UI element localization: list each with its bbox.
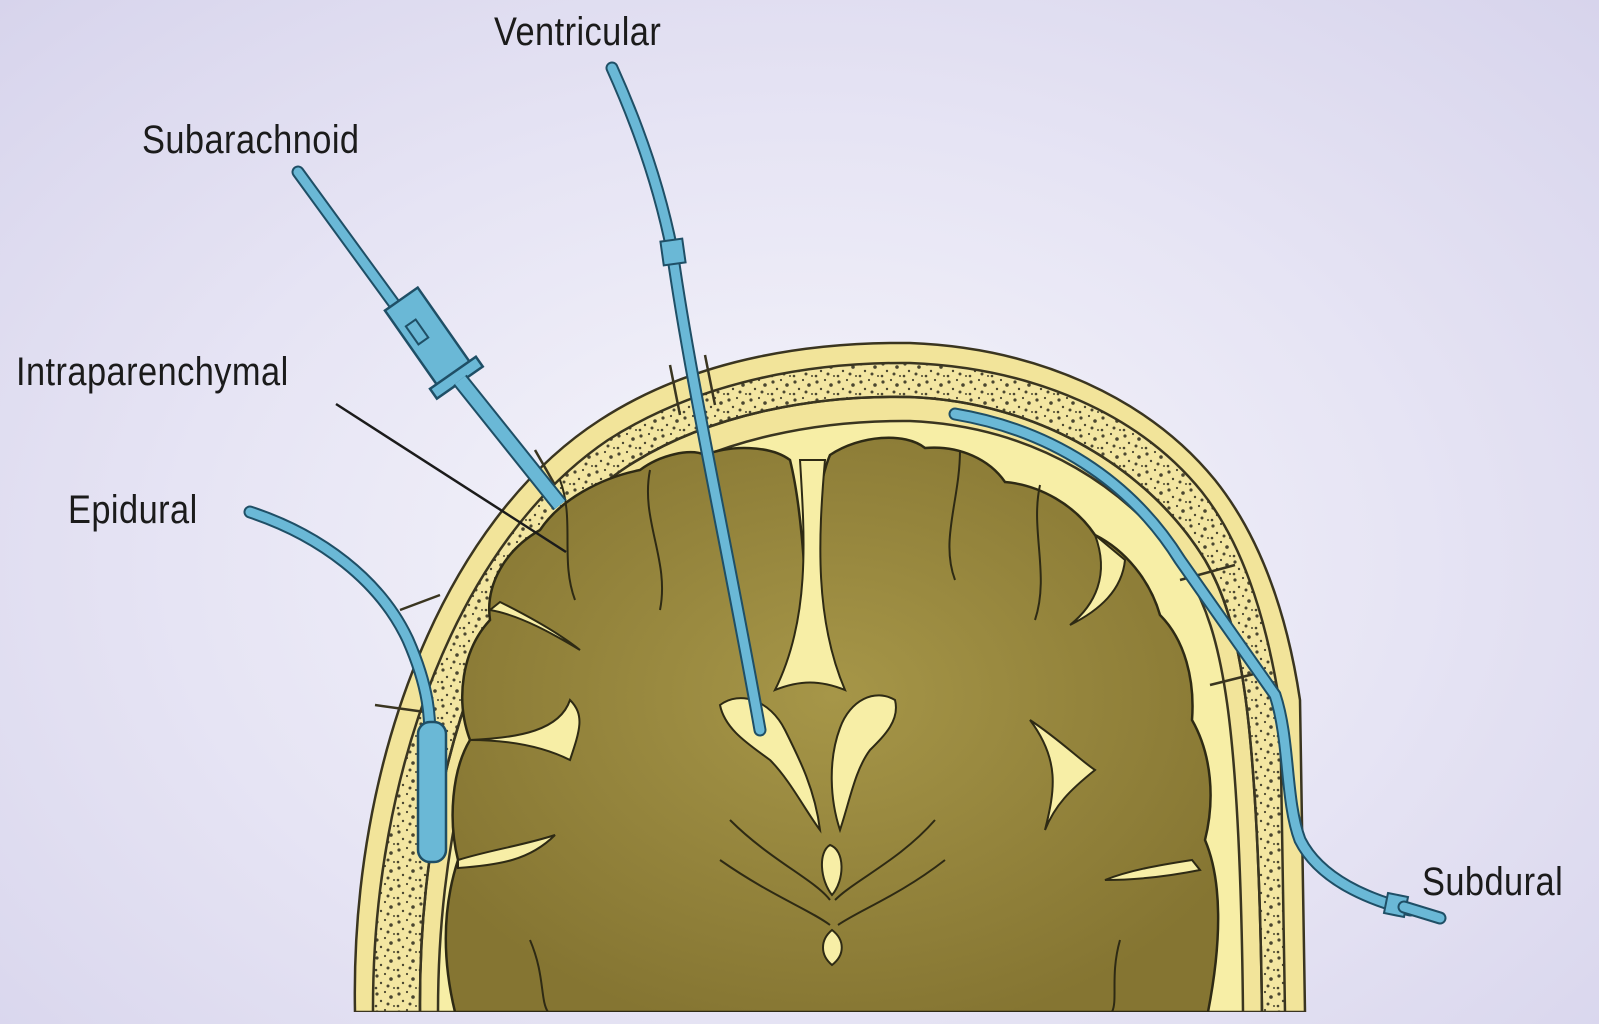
subarachnoid-catheter-fill [298,172,395,305]
label-subarachnoid: Subarachnoid [142,120,359,160]
epidural-sensor [418,722,446,862]
ventricular-connector [660,239,685,266]
label-subdural: Subdural [1422,862,1563,902]
label-epidural: Epidural [68,490,198,530]
label-ventricular: Ventricular [494,12,661,52]
subarachnoid-bolt-shaft-fill [460,380,560,505]
skull-suture [400,595,440,610]
label-intraparenchymal: Intraparenchymal [16,352,289,392]
